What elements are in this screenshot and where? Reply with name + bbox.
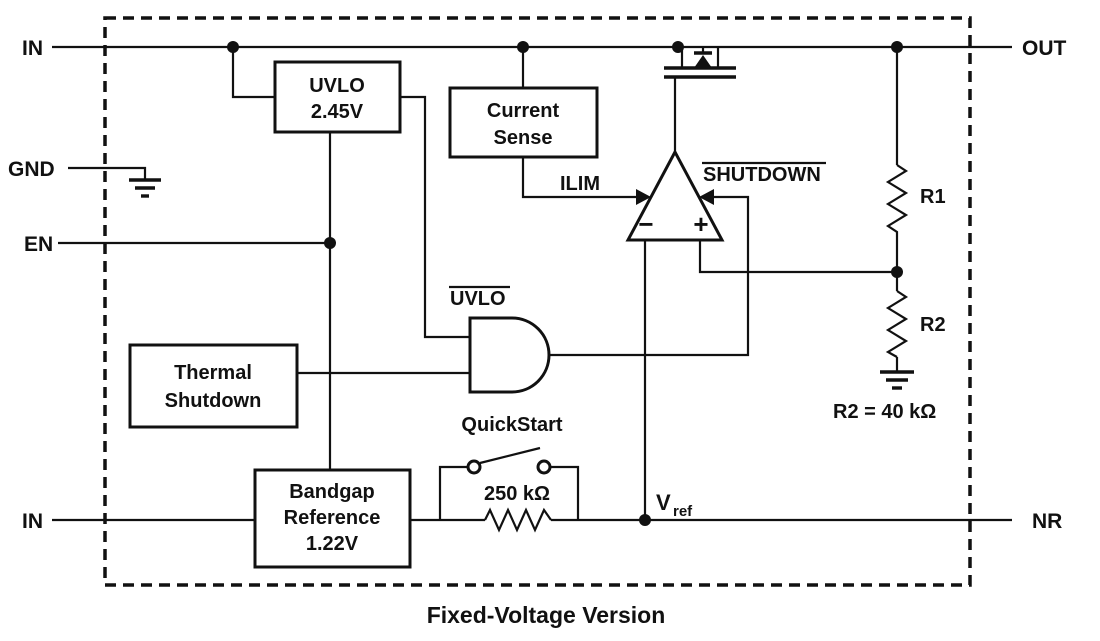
bandgap-label-line3: 1.22V xyxy=(306,533,359,555)
bandgap-label-line1: Bandgap xyxy=(289,481,375,503)
ic-boundary xyxy=(103,16,972,587)
uvlo-label-line1: UVLO xyxy=(309,75,365,97)
junction-dot xyxy=(324,237,336,249)
thermal-shutdown-block: Thermal Shutdown xyxy=(128,343,299,429)
pin-label-in-top: IN xyxy=(22,37,43,60)
error-amplifier-body xyxy=(625,148,725,242)
current-sense-box xyxy=(448,86,599,159)
thermal-shutdown-box xyxy=(128,343,299,429)
gnd-symbol-pin xyxy=(129,178,161,198)
amp-noninverting-input-label: + xyxy=(693,209,708,239)
junction-dot xyxy=(517,41,529,53)
r2-label: R2 xyxy=(920,314,946,336)
junction-dot xyxy=(891,266,903,278)
junction-dot xyxy=(672,41,684,53)
shutdown-label-group: SHUTDOWN xyxy=(702,161,826,186)
thermal-shutdown-label-line1: Thermal xyxy=(174,362,252,384)
error-amplifier: − + xyxy=(625,148,725,242)
quickstart-left-wire xyxy=(438,465,468,520)
gnd-pin-wire xyxy=(68,166,147,180)
switch-contact-right xyxy=(536,459,552,475)
current-sense-block: Current Sense xyxy=(448,86,599,159)
diagram-caption: Fixed-Voltage Version xyxy=(427,602,666,628)
ilim-arrowhead-icon xyxy=(636,189,651,205)
shutdown-wire xyxy=(549,195,750,357)
bandgap-label-line2: Reference xyxy=(284,507,381,529)
amp-inverting-input-label: − xyxy=(638,209,653,239)
r1-label: R1 xyxy=(920,186,946,208)
pin-label-nr: NR xyxy=(1032,510,1062,533)
in-to-uvlo-wire xyxy=(231,47,275,99)
thermal-shutdown-label-line2: Shutdown xyxy=(165,390,262,412)
junction-dot xyxy=(891,41,903,53)
uvlo-bar-label-group: UVLO xyxy=(449,285,510,310)
switch-contact-left xyxy=(466,459,482,475)
ilim-label: ILIM xyxy=(560,173,600,195)
shutdown-label: SHUTDOWN xyxy=(703,164,821,186)
and-gate xyxy=(468,316,551,394)
resistor-r1 xyxy=(885,164,909,237)
body-diode-icon xyxy=(694,47,712,68)
feedback-wire xyxy=(698,240,897,274)
resistor-r2 xyxy=(885,290,909,358)
current-sense-label-line2: Sense xyxy=(494,127,553,149)
quickstart-right-wire xyxy=(550,465,580,520)
and-gate-body xyxy=(468,316,551,394)
r2-value-label: R2 = 40 kΩ xyxy=(833,401,936,423)
uvlo-block: UVLO 2.45V xyxy=(273,60,402,134)
quickstart-label: QuickStart xyxy=(461,414,562,436)
resistor-250k xyxy=(484,507,552,533)
junction-dot xyxy=(639,514,651,526)
uvlo-box xyxy=(273,60,402,134)
uvlo-to-andgate-wire xyxy=(400,95,470,339)
uvlo-bar-label: UVLO xyxy=(450,288,506,310)
wires xyxy=(52,45,1012,522)
bandgap-block: Bandgap Reference 1.22V xyxy=(253,468,412,569)
vref-label-sub: ref xyxy=(673,503,693,520)
pass-transistor xyxy=(664,47,736,79)
ilim-wire xyxy=(521,157,637,199)
junction-dots xyxy=(227,41,903,526)
quickstart-resistor-label: 250 kΩ xyxy=(484,483,550,505)
pin-label-en: EN xyxy=(24,233,53,256)
vref-label-base: V xyxy=(656,490,671,515)
pin-label-gnd: GND xyxy=(8,158,55,181)
pin-label-in-bottom: IN xyxy=(22,510,43,533)
switch-arm xyxy=(479,446,541,465)
vref-label-group: V ref xyxy=(656,490,693,520)
current-sense-label-line1: Current xyxy=(487,100,560,122)
shutdown-arrowhead-icon xyxy=(699,189,714,205)
bandgap-box xyxy=(253,468,412,569)
junction-dot xyxy=(227,41,239,53)
pin-label-out: OUT xyxy=(1022,37,1067,60)
quickstart-switch xyxy=(466,446,552,475)
uvlo-label-line2: 2.45V xyxy=(311,101,364,123)
gnd-symbol-divider xyxy=(880,370,914,390)
